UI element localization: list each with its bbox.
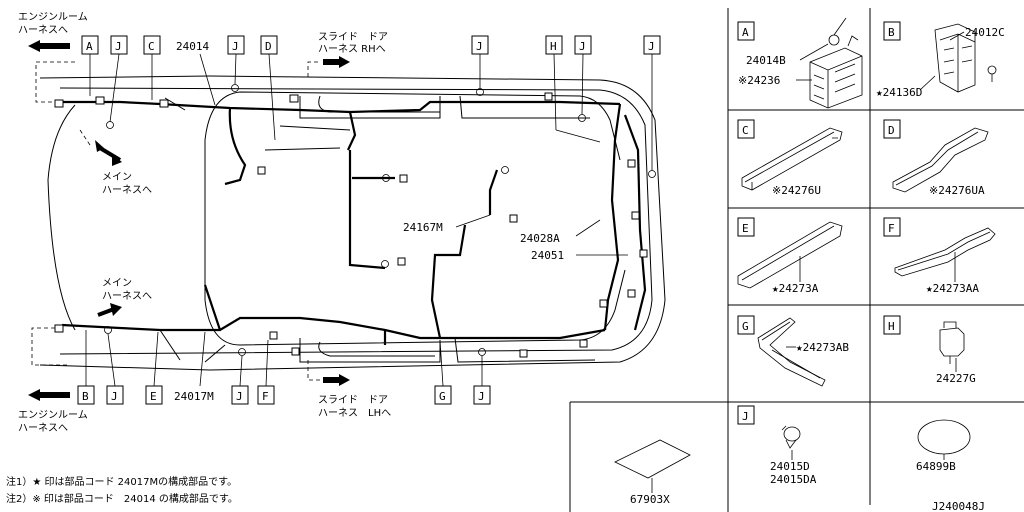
svg-text:J: J: [648, 40, 655, 53]
svg-text:ハーネスへ: ハーネスへ: [18, 422, 68, 434]
panel-F: F ★24273AA: [883, 217, 996, 295]
part-24015DA: 24015DA: [770, 473, 817, 486]
part-24227G: 24227G: [936, 372, 976, 385]
slide-door-rh-label: スライド ドア ハーネス RHへ: [307, 31, 388, 80]
panel-C: C ※24276U: [737, 119, 843, 197]
bracket-24236-drawing: [809, 17, 863, 109]
svg-text:F: F: [262, 390, 269, 403]
panel-A: A 24014B ※24236: [737, 17, 863, 109]
svg-text:C: C: [742, 124, 749, 137]
part-label-24051: 24051: [531, 249, 564, 262]
svg-text:J: J: [476, 40, 483, 53]
svg-text:D: D: [265, 40, 272, 53]
top-callouts: A J C 24014 J D J H J J: [81, 35, 661, 170]
bracket-24136D-drawing: [934, 23, 997, 93]
part-24015D: 24015D: [770, 460, 810, 473]
svg-text:H: H: [888, 320, 895, 333]
main-harness-label-top: メイン ハーネスへ: [79, 129, 152, 196]
clip-24015D-drawing: [781, 425, 801, 449]
bottom-callouts: B J E 24017M J F G J: [77, 330, 491, 405]
svg-text:A: A: [742, 26, 749, 39]
panel-D: D ※24276UA: [883, 119, 989, 197]
svg-text:J: J: [232, 40, 239, 53]
svg-text:スライド ドア: スライド ドア: [318, 31, 388, 43]
svg-text:D: D: [888, 124, 895, 137]
svg-text:E: E: [742, 222, 749, 235]
parts-grid: [569, 8, 1024, 512]
svg-text:ハーネスへ: ハーネスへ: [18, 24, 68, 36]
svg-text:A: A: [86, 40, 93, 53]
note-1: 注1）★ 印は部品コード 24017Mの構成部品です。: [6, 475, 237, 488]
part-24273AA: ★24273AA: [926, 282, 979, 295]
svg-text:G: G: [742, 320, 749, 333]
part-24236: ※24236: [738, 74, 780, 87]
slide-door-lh-label: スライド ドア ハーネス LHへ: [307, 360, 391, 419]
part-label-24028A: 24028A: [520, 232, 560, 245]
svg-text:J: J: [111, 390, 118, 403]
svg-text:C: C: [148, 40, 155, 53]
svg-text:スライド ドア: スライド ドア: [318, 394, 388, 406]
svg-text:B: B: [888, 26, 895, 39]
harness-wires: [61, 100, 647, 345]
svg-text:ハーネス RHへ: ハーネス RHへ: [318, 43, 386, 55]
part-24273A: ★24273A: [772, 282, 819, 295]
svg-text:ハーネスへ: ハーネスへ: [102, 290, 152, 302]
part-24273AB: ★24273AB: [796, 341, 849, 354]
part-24276U: ※24276U: [772, 184, 821, 197]
svg-text:J: J: [236, 390, 243, 403]
panel-H: H 24227G: [883, 315, 976, 385]
callout-bottom-24017M: 24017M: [174, 390, 214, 403]
svg-text:B: B: [82, 390, 89, 403]
part-label-24167M: 24167M: [403, 221, 443, 234]
panel-B: B 24012C ★24136D: [876, 21, 1005, 99]
svg-text:メイン: メイン: [102, 172, 132, 183]
svg-text:ハーネス LHへ: ハーネス LHへ: [318, 407, 391, 419]
part-67903X: 67903X: [630, 493, 670, 506]
center-part-labels: 24167M 24028A 24051: [403, 214, 628, 262]
panel-67903X: 67903X: [614, 439, 691, 506]
connectors: [54, 84, 656, 358]
svg-text:G: G: [439, 390, 446, 403]
engine-room-harness-label-bottom: エンジンルーム ハーネスへ: [18, 327, 88, 434]
svg-text:メイン: メイン: [102, 278, 132, 289]
main-harness-label-bottom: メイン ハーネスへ: [97, 278, 152, 317]
part-24012C: 24012C: [965, 26, 1005, 39]
diagram-code: J240048J: [932, 500, 985, 512]
svg-text:F: F: [888, 222, 895, 235]
svg-text:E: E: [150, 390, 157, 403]
footnotes: 注1）★ 印は部品コード 24017Mの構成部品です。 注2）※ 印は部品コード…: [6, 475, 238, 505]
panel-64899B: 64899B: [916, 419, 971, 473]
svg-text:ハーネスへ: ハーネスへ: [102, 184, 152, 196]
part-24136D: ★24136D: [876, 86, 922, 99]
svg-text:J: J: [742, 410, 749, 423]
svg-text:J: J: [579, 40, 586, 53]
panel-G: G ★24273AB: [737, 315, 849, 387]
note-2: 注2）※ 印は部品コード 24014 の構成部品です。: [6, 492, 238, 505]
svg-text:H: H: [550, 40, 557, 53]
svg-text:J: J: [115, 40, 122, 53]
part-24276UA: ※24276UA: [929, 184, 985, 197]
panel-J: J 24015D 24015DA: [737, 405, 817, 486]
svg-text:エンジンルーム: エンジンルーム: [18, 409, 88, 421]
part-64899B: 64899B: [916, 460, 956, 473]
callout-top-24014: 24014: [176, 40, 209, 53]
vehicle-body-outline: [39, 75, 666, 371]
part-24014B: 24014B: [746, 54, 786, 67]
svg-text:J: J: [478, 390, 485, 403]
engine-room-harness-label-top: エンジンルーム ハーネスへ: [18, 11, 88, 103]
svg-text:エンジンルーム: エンジンルーム: [18, 11, 88, 23]
panel-E: E ★24273A: [737, 217, 843, 295]
